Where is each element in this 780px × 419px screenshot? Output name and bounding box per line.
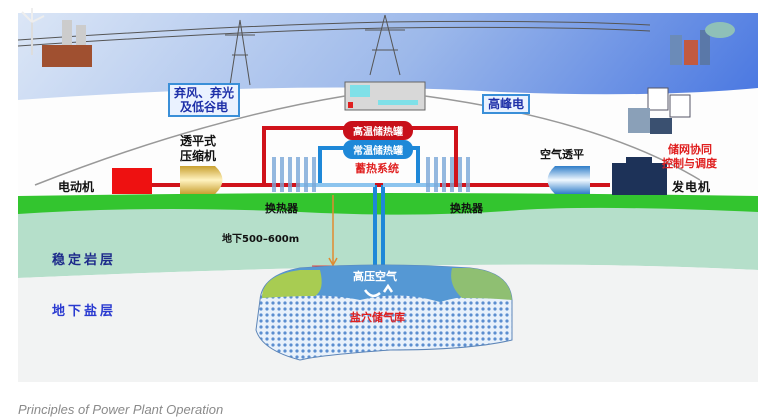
generator [612, 163, 667, 195]
control-computer-icon [628, 87, 691, 134]
heat-exchanger-right-label: 换热器 [450, 202, 483, 215]
stable-rock-layer [18, 205, 758, 278]
salt-layer-label: 地下盐层 [52, 304, 117, 319]
motor-label: 电动机 [58, 180, 95, 194]
compressor-label: 透平式 压缩机 [180, 134, 216, 164]
air-turbine [547, 166, 590, 194]
grid-control-label: 储网协同 控制与调度 [662, 143, 717, 171]
motor [112, 168, 152, 194]
charge-flow-line [34, 95, 346, 186]
generator-label: 发电机 [672, 180, 712, 194]
air-turbine-label: 空气透平 [540, 148, 584, 161]
discharge-flow-line [424, 95, 701, 181]
salt-cavern [255, 264, 513, 361]
compressor-label-line2: 压缩机 [180, 149, 217, 163]
substation-icon [344, 81, 426, 111]
peak-power-label: 高峰电 [482, 94, 531, 114]
curtailed-power-line2: 及低谷电 [180, 100, 229, 114]
wind-farm-icon [21, 8, 92, 67]
power-towers [17, 14, 651, 86]
heat-exchanger-right [426, 157, 470, 192]
grid-control-line1: 储网协同 [668, 143, 712, 156]
compressor-label-line1: 透平式 [180, 134, 217, 148]
ground-strip [18, 193, 758, 215]
curtailed-power-label: 弃风、弃光 及低谷电 [168, 83, 241, 117]
curtailed-power-line1: 弃风、弃光 [174, 86, 235, 100]
figure-caption: Principles of Power Plant Operation [18, 402, 224, 417]
depth-label: 地下500–600m [222, 234, 300, 245]
compressor [180, 166, 223, 194]
heat-exchanger-left [272, 157, 316, 192]
high-pressure-air-label: 高压空气 [353, 270, 397, 283]
heat-exchanger-left-label: 换热器 [265, 202, 298, 215]
heat-storage-system-label: 蓄热系统 [355, 162, 399, 175]
city-icon [670, 22, 735, 65]
stable-rock-label: 稳定岩层 [52, 253, 117, 268]
normal-temp-tank-label: 常温储热罐 [343, 140, 413, 159]
grid-control-line2: 控制与调度 [662, 157, 717, 170]
salt-cavern-label: 盐穴储气库 [350, 311, 405, 324]
high-temp-tank-label: 高温储热罐 [343, 121, 413, 140]
